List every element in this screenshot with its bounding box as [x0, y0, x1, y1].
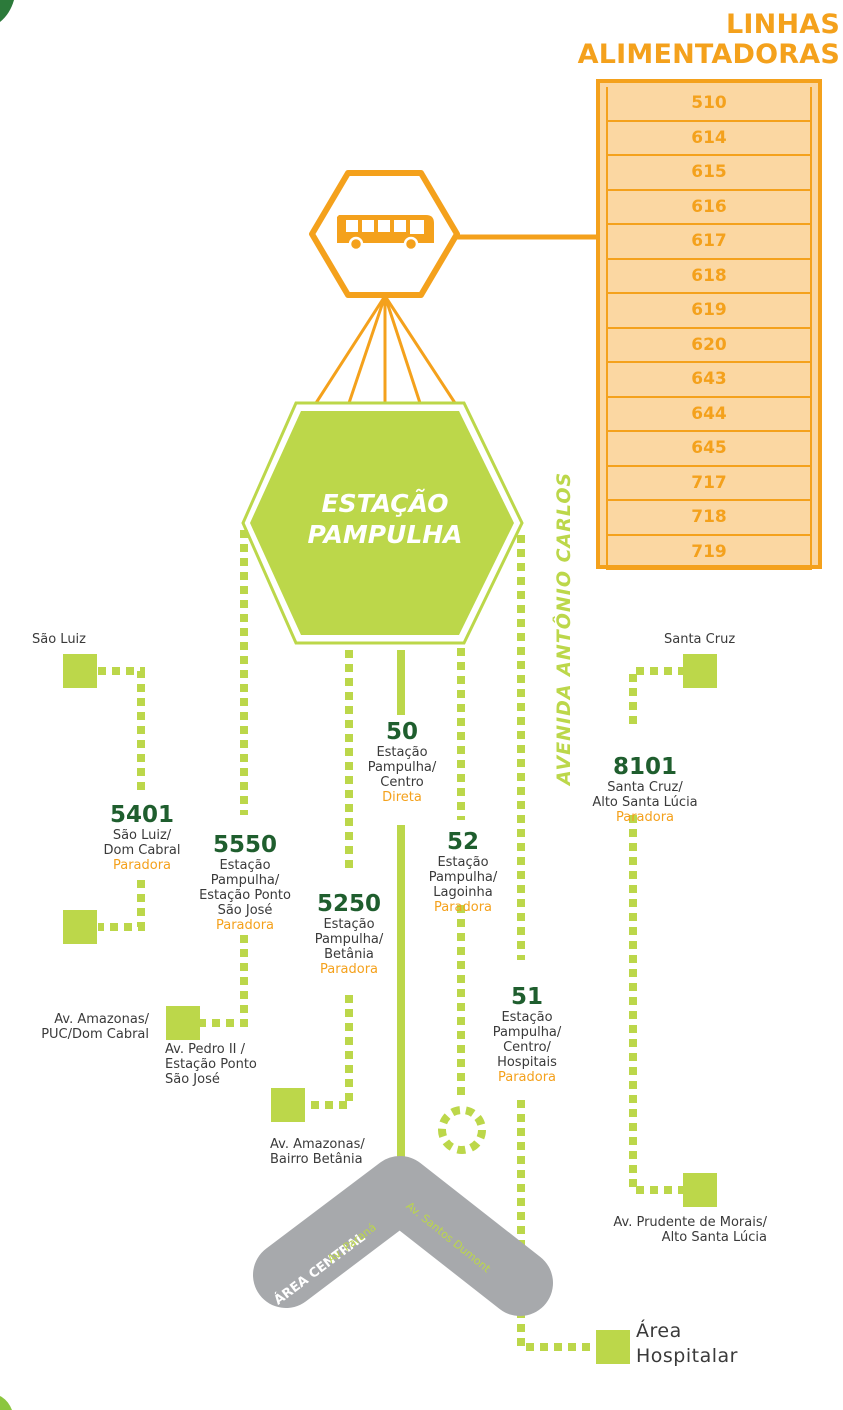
route-number: 51	[510, 984, 543, 1010]
feeder-line: 717	[606, 466, 812, 501]
route-service-type: Paradora	[615, 810, 675, 825]
route-number: 5250	[316, 891, 381, 917]
place-amazonas-puc: Av. Amazonas/ PUC/Dom Cabral	[41, 1012, 149, 1042]
place-area-hospitalar: Área Hospitalar	[636, 1320, 738, 1367]
route-number: 8101	[612, 754, 677, 780]
feeder-line: 614	[606, 121, 812, 156]
route-destination: Estação Pampulha/ Lagoinha	[428, 855, 498, 900]
route-52: 52 Estação Pampulha/ Lagoinha Paradora	[408, 829, 518, 916]
feeder-line: 619	[606, 294, 812, 329]
stop-area-hospitalar	[596, 1330, 630, 1364]
bus-icon	[337, 215, 434, 252]
feeder-lines-title-line2: ALIMENTADORAS	[577, 39, 840, 70]
feeder-line: 510	[606, 87, 812, 122]
route-8101: 8101 Santa Cruz/ Alto Santa Lúcia Parado…	[570, 754, 720, 826]
place-santa-cruz: Santa Cruz	[664, 632, 736, 647]
route-service-type: Paradora	[433, 900, 493, 915]
stop-sao-luiz	[63, 654, 97, 688]
avenue-label: AVENIDA ANTÔNIO CARLOS	[553, 471, 575, 785]
route-destination: Estação Pampulha/ Centro	[367, 745, 437, 790]
place-prudente: Av. Prudente de Morais/ Alto Santa Lúcia	[613, 1215, 767, 1245]
route-destination: Estação Pampulha/ Centro/ Hospitais	[492, 1010, 562, 1070]
route-number: 52	[446, 829, 479, 855]
feeder-line: 618	[606, 259, 812, 294]
route-5550: 5550 Estação Pampulha/ Estação Ponto São…	[180, 832, 310, 934]
route-destination: Estação Pampulha/ Estação Ponto São José	[199, 858, 291, 918]
route-5250: 5250 Estação Pampulha/ Betânia Paradora	[294, 891, 404, 978]
route-service-type: Paradora	[215, 918, 275, 933]
route-service-type: Paradora	[112, 858, 172, 873]
feeder-lines-table: 510 614 615 616 617 618 619 620 643 644 …	[596, 79, 822, 570]
terminal-fan-lines	[314, 295, 457, 404]
feeder-lines-title: LINHAS ALIMENTADORAS	[560, 10, 840, 70]
corner-decoration-bottom	[0, 1396, 12, 1410]
feeder-line: 719	[606, 535, 812, 570]
feeder-line: 615	[606, 156, 812, 191]
stop-prudente	[683, 1173, 717, 1207]
route-51: 51 Estação Pampulha/ Centro/ Hospitais P…	[472, 984, 582, 1086]
route-service-type: Paradora	[319, 962, 379, 977]
stop-pedro-ii	[166, 1006, 200, 1040]
route-5401: 5401 São Luiz/ Dom Cabral Paradora	[82, 802, 202, 874]
feeder-line: 616	[606, 190, 812, 225]
route-service-type: Direta	[382, 790, 422, 805]
feeder-line: 620	[606, 328, 812, 363]
feeder-line: 643	[606, 363, 812, 398]
route-destination: Estação Pampulha/ Betânia	[314, 917, 384, 962]
route-destination: São Luiz/ Dom Cabral	[103, 828, 181, 858]
route-50: 50 Estação Pampulha/ Centro Direta	[352, 719, 452, 806]
stop-squares	[63, 654, 717, 1364]
route-service-type: Paradora	[497, 1070, 557, 1085]
corner-decoration-top	[0, 0, 14, 22]
place-sao-luiz: São Luiz	[32, 632, 86, 647]
stop-amazonas-betania	[271, 1088, 305, 1122]
route-lines	[98, 530, 686, 1351]
feeder-lines-title-line1: LINHAS	[726, 9, 840, 40]
route-52-loop	[438, 1106, 486, 1154]
hub-label: ESTAÇÃO PAMPULHA	[307, 489, 463, 549]
route-number: 5401	[109, 802, 174, 828]
route-destination: Santa Cruz/ Alto Santa Lúcia	[592, 780, 698, 810]
place-pedro-ii: Av. Pedro II / Estação Ponto São José	[165, 1042, 257, 1087]
route-number: 50	[385, 719, 418, 745]
route-number: 5550	[212, 832, 277, 858]
central-area-chevron	[253, 1156, 553, 1316]
stop-santa-cruz	[683, 654, 717, 688]
hub-hexagon	[250, 411, 514, 635]
feeder-line: 718	[606, 501, 812, 536]
feeder-line: 644	[606, 397, 812, 432]
feeder-line: 645	[606, 432, 812, 467]
place-amazonas-betania: Av. Amazonas/ Bairro Betânia	[270, 1137, 365, 1167]
feeder-line: 617	[606, 225, 812, 260]
stop-amazonas-puc	[63, 910, 97, 944]
feeder-lines-list: 510 614 615 616 617 618 619 620 643 644 …	[606, 87, 812, 570]
